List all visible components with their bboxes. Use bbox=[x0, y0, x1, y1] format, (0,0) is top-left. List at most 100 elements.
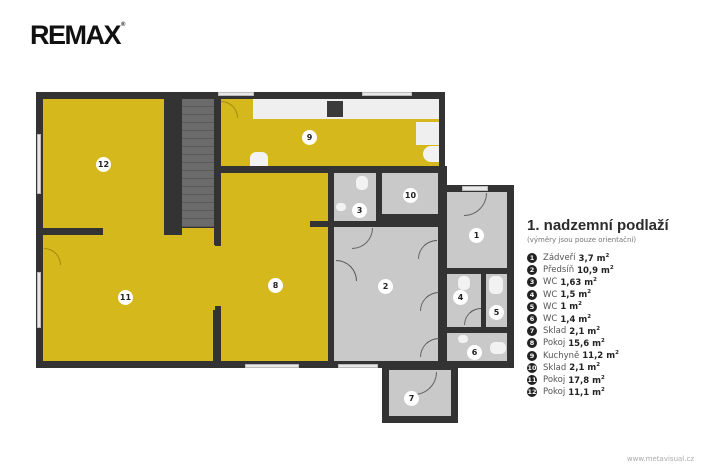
legend-area: 1,4 m2 bbox=[560, 313, 592, 325]
room-11-floor-b bbox=[103, 228, 215, 236]
legend-room-name: Pokoj bbox=[543, 374, 566, 385]
room-marker-9: 9 bbox=[302, 130, 317, 145]
legend-room-name: Kuchyně bbox=[543, 350, 580, 361]
interior-wall bbox=[438, 166, 447, 361]
room-marker-11: 11 bbox=[118, 290, 133, 305]
room-8-floor bbox=[221, 173, 328, 361]
window bbox=[37, 134, 41, 194]
interior-wall bbox=[164, 92, 182, 235]
room-marker-8: 8 bbox=[268, 278, 283, 293]
room-marker-2: 2 bbox=[378, 279, 393, 294]
toilet-fixture bbox=[489, 276, 503, 294]
interior-wall bbox=[376, 166, 382, 221]
legend-number: 7 bbox=[527, 326, 537, 337]
sink-fixture bbox=[423, 146, 439, 162]
room-marker-12: 12 bbox=[96, 157, 111, 172]
legend-number: 2 bbox=[527, 265, 537, 276]
legend-area: 1,63 m2 bbox=[560, 277, 597, 288]
interior-wall bbox=[221, 166, 279, 173]
remax-logo: REMAX® bbox=[30, 20, 125, 50]
legend-number: 1 bbox=[527, 253, 537, 264]
window bbox=[218, 92, 254, 96]
legend-room-name: WC bbox=[543, 277, 558, 288]
toilet-fixture bbox=[490, 342, 506, 354]
interior-wall bbox=[328, 166, 334, 361]
toilet-fixture bbox=[458, 276, 470, 290]
legend-room-name: WC bbox=[543, 289, 558, 300]
legend-room-name: Pokoj bbox=[543, 338, 566, 349]
window bbox=[245, 364, 299, 368]
room-marker-6: 6 bbox=[467, 345, 482, 360]
floor-subtitle: (výměry jsou pouze orientační) bbox=[527, 236, 637, 244]
legend-area: 3,7 m2 bbox=[578, 252, 610, 264]
interior-wall bbox=[481, 274, 486, 327]
legend-area: 2,1 m2 bbox=[569, 362, 601, 374]
legend-area: 1 m2 bbox=[560, 301, 582, 313]
toilet-fixture bbox=[356, 176, 368, 190]
window bbox=[37, 272, 41, 328]
legend-number: 11 bbox=[527, 374, 537, 385]
washbasin-fixture bbox=[336, 203, 346, 211]
room-marker-3: 3 bbox=[352, 203, 367, 218]
staircase bbox=[182, 99, 214, 227]
interior-wall bbox=[447, 268, 507, 274]
legend-area: 15,6 m2 bbox=[568, 337, 605, 349]
interior-wall bbox=[310, 221, 438, 227]
interior-wall bbox=[310, 166, 418, 173]
legend-number: 5 bbox=[527, 301, 537, 312]
window bbox=[338, 364, 378, 368]
legend-room-name: Předsíň bbox=[543, 265, 575, 276]
interior-wall bbox=[43, 228, 103, 235]
room-marker-1: 1 bbox=[469, 228, 484, 243]
legend-area: 17,8 m2 bbox=[568, 374, 605, 386]
legend-room-name: Pokoj bbox=[543, 387, 566, 398]
legend-number: 8 bbox=[527, 338, 537, 349]
legend-area: 1,5 m2 bbox=[560, 289, 592, 301]
legend-number: 12 bbox=[527, 387, 537, 398]
legend-room-name: Zádveří bbox=[543, 253, 576, 264]
window bbox=[362, 92, 412, 96]
legend-room-name: WC bbox=[543, 301, 558, 312]
credit-link[interactable]: www.metavisual.cz bbox=[626, 455, 694, 463]
washbasin-fixture bbox=[458, 335, 468, 343]
kitchen-counter bbox=[253, 99, 439, 119]
interior-wall bbox=[214, 92, 221, 245]
legend-number: 9 bbox=[527, 350, 537, 361]
legend-number: 10 bbox=[527, 362, 537, 373]
room-marker-5: 5 bbox=[489, 305, 504, 320]
legend-number: 6 bbox=[527, 314, 537, 325]
legend-room-name: Sklad bbox=[543, 362, 567, 373]
room-8-link bbox=[213, 246, 223, 306]
floor-title: 1. nadzemní podlaží bbox=[527, 217, 669, 234]
legend-area: 10,9 m2 bbox=[577, 264, 614, 276]
entrance-door-opening bbox=[462, 186, 488, 191]
interior-wall bbox=[213, 310, 220, 361]
legend-number: 3 bbox=[527, 277, 537, 288]
legend-number: 4 bbox=[527, 289, 537, 300]
legend-area: 11,2 m2 bbox=[582, 350, 619, 361]
room-marker-7: 7 bbox=[404, 391, 419, 406]
legend-area: 2,1 m2 bbox=[569, 325, 601, 337]
cooktop bbox=[327, 101, 343, 117]
legend-room-name: Sklad bbox=[543, 326, 567, 337]
legend-room-name: WC bbox=[543, 314, 558, 325]
fridge bbox=[416, 122, 439, 145]
legend-area: 11,1 m2 bbox=[568, 386, 605, 398]
washbasin-fixture bbox=[250, 152, 268, 166]
room-marker-4: 4 bbox=[453, 290, 468, 305]
interior-wall bbox=[447, 327, 507, 333]
room-marker-10: 10 bbox=[403, 188, 418, 203]
